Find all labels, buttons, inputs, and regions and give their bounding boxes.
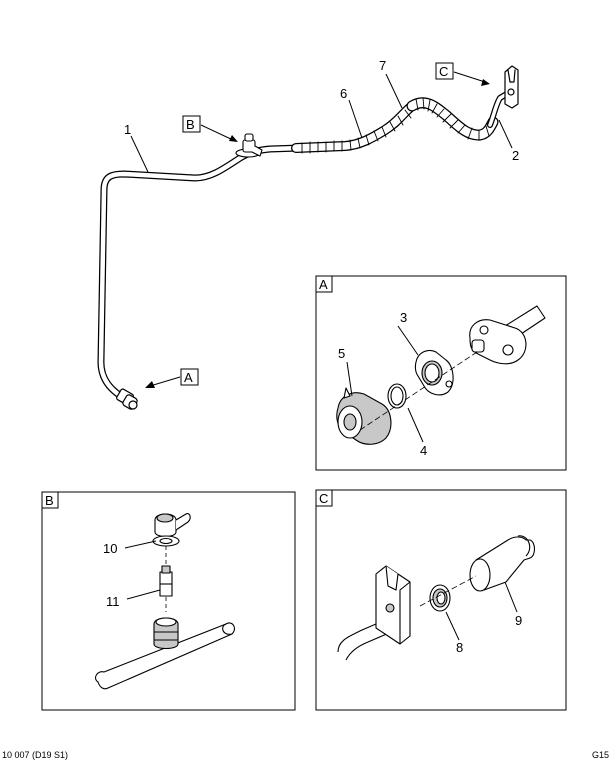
callout-2: 2 xyxy=(512,148,519,163)
callout-3: 3 xyxy=(400,310,407,325)
callout-1: 1 xyxy=(124,122,131,137)
tube-b xyxy=(95,622,235,690)
sleeve-9 xyxy=(475,536,536,591)
callout-7: 7 xyxy=(379,58,386,73)
callout-8: 8 xyxy=(456,640,463,655)
detail-b-panel: B xyxy=(41,491,296,711)
ref-a: A xyxy=(145,368,199,388)
main-callouts xyxy=(130,73,513,173)
callout-9: 9 xyxy=(515,613,522,628)
svg-text:A: A xyxy=(184,370,193,385)
svg-text:B: B xyxy=(186,117,195,132)
callout-6: 6 xyxy=(340,86,347,101)
grommet-6 xyxy=(291,101,417,154)
callout-4: 4 xyxy=(420,443,427,458)
detail-c-panel: C xyxy=(315,489,567,711)
ref-b: B xyxy=(182,115,238,142)
wrap-7 xyxy=(406,97,499,141)
bracket-c xyxy=(504,65,519,109)
callout-11: 11 xyxy=(106,594,120,609)
svg-text:B: B xyxy=(45,493,54,508)
svg-text:C: C xyxy=(439,64,448,79)
ref-c: C xyxy=(435,62,490,86)
callout-10: 10 xyxy=(103,541,117,556)
fitting-end-a xyxy=(116,388,138,410)
tube-1 xyxy=(97,144,304,404)
callout-5: 5 xyxy=(338,346,345,361)
footer-left: 10 007 (D19 S1) xyxy=(2,750,68,760)
footer-right: G15 xyxy=(592,750,609,760)
main-tube-assembly xyxy=(97,65,519,410)
detail-a-panel: A xyxy=(315,275,567,471)
svg-text:C: C xyxy=(319,491,328,506)
svg-text:A: A xyxy=(319,277,328,292)
fitting-b xyxy=(235,133,263,158)
